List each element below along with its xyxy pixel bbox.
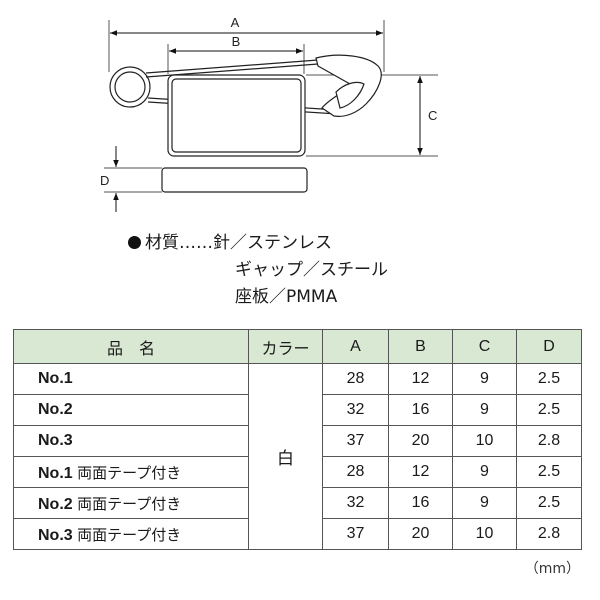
materials-line-cap: ギャップ／スチール: [235, 260, 388, 280]
product-name-model: No.1: [38, 370, 73, 387]
materials-row-pin: 材質……針／ステンレス: [128, 230, 388, 257]
cell-a: 32: [322, 394, 389, 426]
materials-line-base: 座板／PMMA: [235, 287, 338, 307]
product-name: No.2: [13, 394, 249, 426]
cell-b: 12: [388, 456, 453, 488]
cell-c: 9: [452, 456, 517, 488]
dimension-c: C: [417, 76, 437, 155]
cell-b: 16: [388, 487, 453, 519]
dimension-label-d: D: [100, 173, 109, 188]
header-b: B: [388, 329, 453, 364]
product-name: No.1 両面テープ付き: [13, 456, 249, 488]
cell-d: 2.5: [516, 456, 582, 488]
cell-d: 2.5: [516, 487, 582, 519]
materials-title: 材質: [145, 233, 179, 253]
dimension-a: A: [110, 15, 383, 36]
product-name-model: No.2: [38, 401, 73, 418]
dimension-d: D: [100, 146, 119, 212]
table-header-row: 品 名 カラー A B C D: [13, 329, 582, 364]
bullet-icon: [128, 236, 141, 249]
materials-line-pin: 針／ステンレス: [213, 233, 332, 253]
cell-c: 9: [452, 394, 517, 426]
dimension-label-c: C: [428, 108, 437, 123]
header-a: A: [322, 329, 389, 364]
product-name: No.3: [13, 425, 249, 457]
header-name: 品 名: [13, 329, 249, 364]
header-c: C: [452, 329, 517, 364]
product-name-model: No.2: [38, 495, 73, 513]
table-row: No.2 32 16 9 2.5: [13, 394, 582, 426]
unit-note: （mm）: [524, 561, 580, 577]
cell-d: 2.5: [516, 394, 582, 426]
materials-leader: ……: [179, 233, 213, 253]
product-name: No.1: [13, 363, 249, 395]
cell-b: 16: [388, 394, 453, 426]
cell-b: 20: [388, 518, 453, 550]
header-d: D: [516, 329, 582, 364]
safety-pin-diagram: A B C D: [100, 15, 438, 212]
color-cell: 白: [248, 363, 323, 550]
table-row: No.1 白 28 12 9 2.5: [13, 363, 582, 550]
product-name: No.2 両面テープ付き: [13, 487, 249, 519]
materials-section: 材質……針／ステンレス ギャップ／スチール 座板／PMMA: [128, 230, 388, 311]
table-row: No.3 両面テープ付き 37 20 10 2.8: [13, 518, 582, 550]
pin-drawing: [109, 54, 382, 193]
product-name-model: No.3: [38, 526, 73, 544]
cell-b: 20: [388, 425, 453, 457]
product-name-suffix: 両面テープ付き: [77, 463, 182, 482]
product-name-model: No.1: [38, 464, 73, 482]
cell-d: 2.8: [516, 518, 582, 550]
cell-c: 10: [452, 425, 517, 457]
cell-c: 9: [452, 363, 517, 395]
dimension-label-b: B: [232, 34, 241, 49]
cell-a: 28: [322, 456, 389, 488]
spec-table: 品 名 カラー A B C D No.1 白 28 12 9 2.5 No.2 …: [13, 329, 582, 550]
cell-c: 10: [452, 518, 517, 550]
product-name-suffix: 両面テープ付き: [77, 494, 182, 513]
cell-a: 37: [322, 425, 389, 457]
cell-a: 28: [322, 363, 389, 395]
dimension-b: B: [169, 34, 303, 54]
cell-b: 12: [388, 363, 453, 395]
dimension-label-a: A: [231, 15, 240, 30]
product-name: No.3 両面テープ付き: [13, 518, 249, 550]
cell-d: 2.5: [516, 363, 582, 395]
product-name-model: No.3: [38, 432, 73, 449]
cell-c: 9: [452, 487, 517, 519]
header-color: カラー: [248, 329, 323, 364]
cell-a: 37: [322, 518, 389, 550]
cell-a: 32: [322, 487, 389, 519]
table-row: No.2 両面テープ付き 32 16 9 2.5: [13, 487, 582, 519]
product-name-suffix: 両面テープ付き: [77, 525, 182, 544]
cell-d: 2.8: [516, 425, 582, 457]
